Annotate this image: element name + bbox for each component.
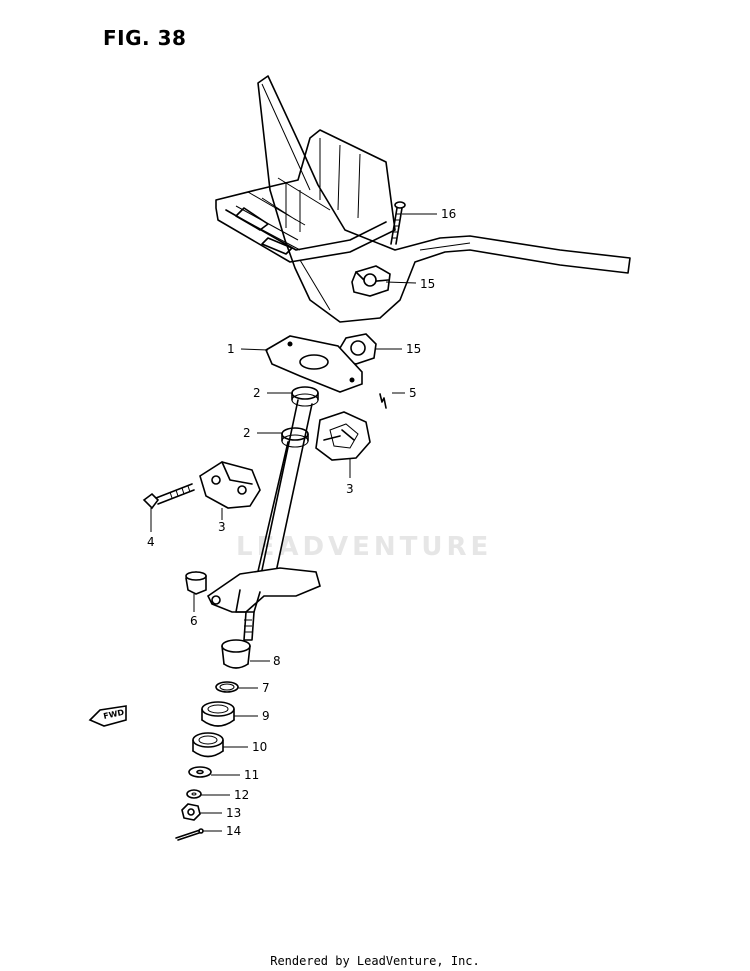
bushing-8-drawing bbox=[221, 639, 251, 669]
steering-shaft-drawing bbox=[255, 399, 313, 581]
callout-2: 2 bbox=[243, 426, 251, 440]
handlebar-drawing bbox=[257, 75, 631, 323]
bushing-2b-drawing bbox=[281, 427, 309, 448]
washer-12-drawing bbox=[186, 789, 202, 799]
cotter-pin-5-drawing bbox=[379, 393, 387, 409]
figure-title: FIG. 38 bbox=[103, 26, 187, 50]
callout-13: 13 bbox=[226, 806, 242, 820]
steering-plate-drawing bbox=[264, 335, 363, 393]
callout-15: 15 bbox=[420, 277, 436, 291]
leader-1 bbox=[240, 348, 269, 351]
upper-holder-15a-drawing bbox=[351, 265, 391, 297]
bushing-2a-drawing bbox=[291, 386, 319, 407]
callout-5: 5 bbox=[409, 386, 417, 400]
callout-8: 8 bbox=[273, 654, 281, 668]
bearing-9-drawing bbox=[201, 701, 235, 727]
leader-15a bbox=[385, 281, 417, 284]
callout-4: 4 bbox=[147, 535, 155, 549]
callout-3: 3 bbox=[346, 482, 354, 496]
callout-11: 11 bbox=[244, 768, 260, 782]
callout-12: 12 bbox=[234, 788, 250, 802]
washer-11-drawing bbox=[188, 766, 212, 778]
callout-10: 10 bbox=[252, 740, 268, 754]
shaft-holder-3b-drawing bbox=[199, 461, 261, 509]
callout-3: 3 bbox=[218, 520, 226, 534]
callout-14: 14 bbox=[226, 824, 242, 838]
callout-6: 6 bbox=[190, 614, 198, 628]
o-ring-7-drawing bbox=[215, 681, 239, 693]
callout-9: 9 bbox=[262, 709, 270, 723]
callout-2: 2 bbox=[253, 386, 261, 400]
oil-seal-10-drawing bbox=[192, 732, 224, 758]
shaft-holder-3a-drawing bbox=[315, 411, 371, 461]
callout-15: 15 bbox=[406, 342, 422, 356]
fwd-arrow-icon: FWD bbox=[88, 705, 127, 727]
nut-13-drawing bbox=[181, 803, 201, 821]
leader-lines bbox=[150, 213, 437, 832]
watermark-text: LEADVENTURE bbox=[236, 532, 493, 562]
callout-16: 16 bbox=[441, 207, 457, 221]
fwd-label: FWD bbox=[103, 708, 126, 721]
bushing-6-drawing bbox=[185, 571, 207, 595]
bolt-4-drawing bbox=[142, 483, 195, 510]
callout-7: 7 bbox=[262, 681, 270, 695]
steering-arm-drawing bbox=[206, 567, 321, 641]
bolt-16-drawing bbox=[390, 201, 406, 245]
callout-1: 1 bbox=[227, 342, 235, 356]
footer-credit: Rendered by LeadVenture, Inc. bbox=[270, 954, 480, 968]
handlebar-rack-drawing bbox=[215, 129, 396, 263]
cotter-pin-14-drawing bbox=[175, 828, 204, 841]
